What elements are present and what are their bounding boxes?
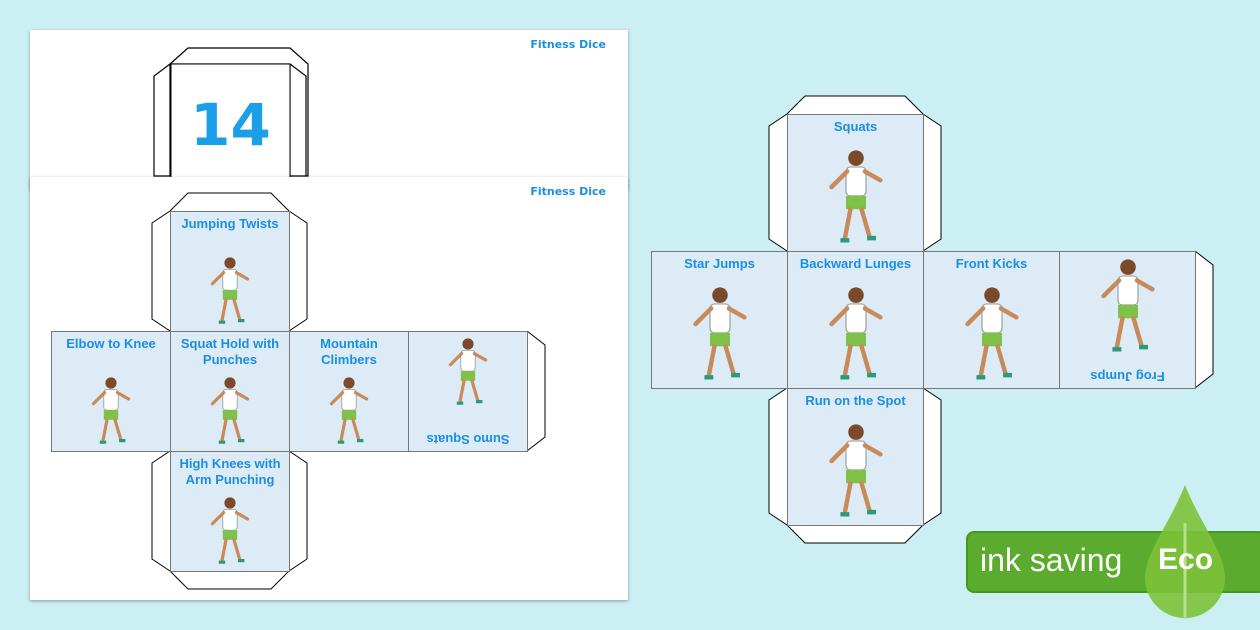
exercise-illustration — [828, 150, 883, 243]
die-face: Squats — [787, 114, 924, 252]
exercise-label: Elbow to Knee — [66, 336, 156, 351]
exercise-label: Squat Hold with Punches — [180, 336, 280, 367]
die-number: 14 — [190, 91, 271, 159]
exercise-label: Run on the Spot — [805, 393, 906, 408]
back-page: Fitness Dice 14 — [30, 30, 628, 195]
die-face: Front Kicks — [923, 251, 1060, 389]
die-face: Elbow to Knee — [51, 331, 171, 452]
exercise-illustration — [1100, 259, 1155, 352]
badge-text: ink saving — [980, 542, 1123, 578]
die-face: Mountain Climbers — [289, 331, 409, 452]
exercise-illustration — [828, 424, 883, 517]
exercise-label: Jumping Twists — [181, 216, 279, 231]
leaf-icon — [1145, 485, 1225, 619]
exercise-illustration — [448, 338, 488, 405]
exercise-illustration — [91, 377, 131, 444]
exercise-illustration — [329, 377, 369, 444]
die-net-outline — [153, 47, 309, 195]
exercise-label: Star Jumps — [684, 256, 755, 271]
exercise-illustration — [210, 257, 250, 324]
badge-eco: Eco — [1158, 543, 1214, 576]
exercise-illustration — [210, 377, 250, 444]
die-face: Run on the Spot — [787, 388, 924, 526]
die-face: Star Jumps — [651, 251, 788, 389]
die-face: Frog Jumps — [1059, 251, 1196, 389]
exercise-illustration — [210, 497, 250, 564]
exercise-label: Frog Jumps — [1090, 369, 1165, 384]
die-face: Squat Hold with Punches — [170, 331, 290, 452]
right-die-flaps — [768, 95, 1214, 544]
die-face: High Knees with Arm Punching — [170, 451, 290, 572]
exercise-illustration — [964, 287, 1019, 380]
exercise-label: High Knees with Arm Punching — [179, 456, 281, 487]
exercise-label: Mountain Climbers — [320, 336, 378, 367]
exercise-illustration — [692, 287, 747, 380]
die-face: Jumping Twists — [170, 211, 290, 332]
exercise-label: Front Kicks — [955, 256, 1028, 271]
brand-label: Fitness Dice — [530, 185, 606, 198]
left-die-flaps — [151, 192, 546, 590]
exercise-label: Squats — [833, 119, 878, 134]
die-face: Sumo Squats — [408, 331, 528, 452]
brand-label: Fitness Dice — [530, 38, 606, 51]
exercise-label: Sumo Squats — [426, 432, 510, 447]
die-face: Backward Lunges — [787, 251, 924, 389]
exercise-illustration — [828, 287, 883, 380]
ink-saving-badge: ink saving Eco — [966, 485, 1260, 619]
exercise-label: Backward Lunges — [799, 256, 912, 271]
